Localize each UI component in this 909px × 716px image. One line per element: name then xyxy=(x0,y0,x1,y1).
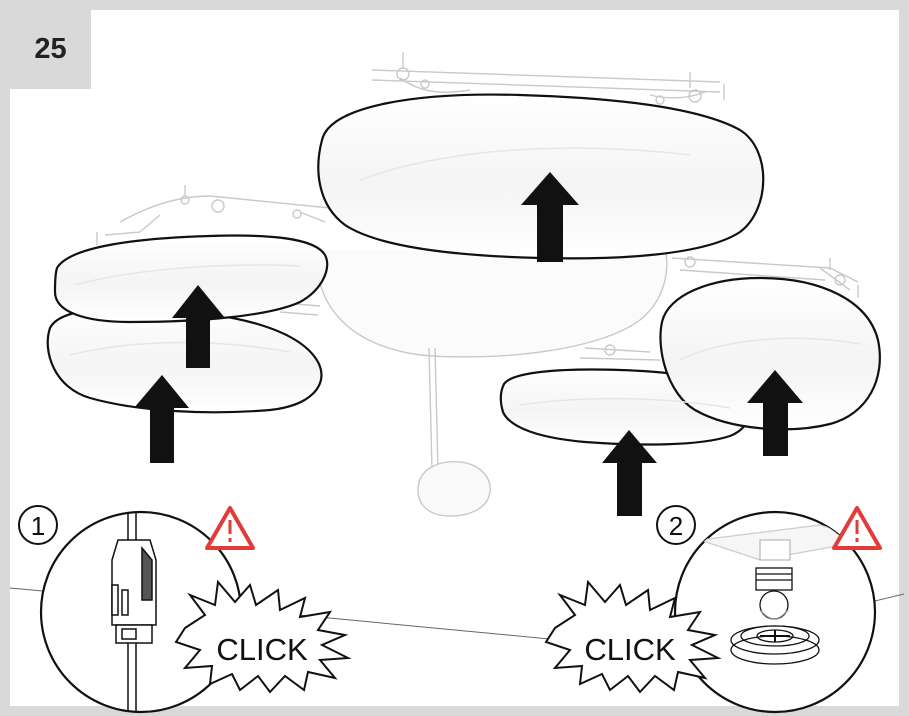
detail-callout-2 xyxy=(673,510,877,714)
upward-arrow-icon xyxy=(747,370,803,456)
detail-marker-1: 1 xyxy=(18,505,58,545)
upward-arrow-icon xyxy=(134,375,189,463)
lampshade-large-center xyxy=(317,93,765,260)
click-label-1: CLICK xyxy=(216,632,308,667)
step-number-box: 25 xyxy=(10,10,91,89)
lampshade-left-upper xyxy=(53,234,329,324)
lampshade-left-lower xyxy=(46,307,323,414)
click-label-2: CLICK xyxy=(584,632,676,667)
step-number: 25 xyxy=(34,33,67,65)
lampshades xyxy=(46,93,881,446)
lampshade-right-upper xyxy=(659,276,881,431)
detail-number-1: 1 xyxy=(31,511,45,541)
upward-arrow-icon xyxy=(521,172,579,262)
click-burst-1: CLICK xyxy=(174,579,352,694)
detail-marker-2: 2 xyxy=(656,505,696,545)
warning-triangle-icon xyxy=(832,506,882,550)
upward-arrow-icon xyxy=(172,285,225,368)
warning-triangle-icon xyxy=(205,506,255,550)
click-burst-icon xyxy=(544,579,722,694)
upward-arrow-icon xyxy=(602,430,657,516)
click-burst-icon xyxy=(174,579,352,694)
click-burst-2: CLICK xyxy=(544,579,722,694)
shade-highlights xyxy=(69,147,861,409)
push-up-arrows xyxy=(134,172,803,516)
detail-number-2: 2 xyxy=(669,511,683,541)
ghost-fixture xyxy=(96,52,859,517)
